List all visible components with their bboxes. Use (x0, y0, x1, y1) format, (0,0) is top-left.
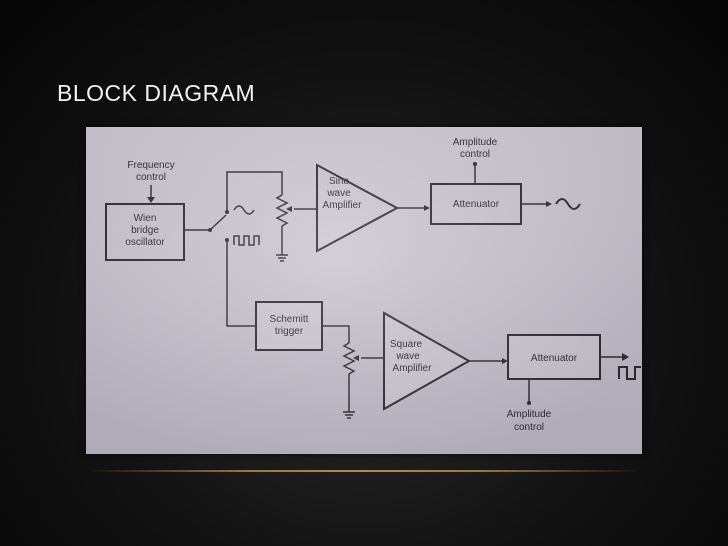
amplitude-control-top-label-2: control (460, 149, 490, 160)
square-amp-label-2: wave (395, 351, 420, 362)
attenuator-bottom-label: Attenuator (531, 353, 578, 364)
attenuator-top-output-arrowhead (546, 201, 552, 207)
sine-amp-arrowhead (424, 205, 430, 211)
attenuator-top-block (430, 183, 522, 225)
wien-label-2: bridge (131, 225, 159, 236)
potentiometer-bottom-icon (342, 342, 356, 375)
wiper-top-arrowhead (286, 206, 292, 212)
square-amp-arrowhead (502, 358, 508, 364)
wiper-bottom-arrowhead (353, 355, 359, 361)
sine-output-icon (555, 198, 581, 210)
square-output-icon (618, 366, 641, 380)
sine-symbol-icon (233, 205, 255, 215)
sine-amp-label-2: wave (326, 188, 351, 199)
amplitude-control-bottom-node (527, 401, 531, 405)
attenuator-top-label: Attenuator (453, 199, 500, 210)
ground-bottom-icon (343, 411, 355, 419)
schmitt-label-1: Schemitt (270, 314, 309, 325)
switch-pivot (208, 228, 212, 232)
amplitude-control-top-node (473, 162, 477, 166)
square-amplifier-block (383, 311, 472, 411)
amplitude-control-bottom-label-2: control (514, 422, 544, 433)
frequency-control-label-2: control (136, 172, 166, 183)
title-accent-line (86, 470, 642, 472)
frequency-control-label-1: Frequency (127, 160, 174, 171)
wien-label-3: oscillator (125, 237, 165, 248)
amplitude-control-bottom-label-1: Amplitude (507, 409, 552, 420)
square-amp-label-1: Square (390, 339, 423, 350)
square-symbol-icon (233, 235, 260, 246)
ground-top-icon (276, 254, 288, 262)
switch-arm (184, 214, 227, 231)
sine-wire (226, 171, 283, 212)
amplitude-control-top-label-1: Amplitude (453, 137, 498, 148)
sine-amplifier-block (316, 163, 400, 253)
schmitt-label-2: trigger (275, 326, 304, 337)
frequency-control-arrowhead (147, 197, 155, 203)
attenuator-bottom-block (507, 334, 601, 380)
block-diagram: Frequency control Wien bridge oscillator… (105, 137, 641, 433)
diagram-photo (86, 127, 642, 454)
slide-title: BLOCK DIAGRAM (57, 80, 256, 106)
square-wire (226, 240, 256, 327)
attenuator-bottom-output-arrowhead (622, 353, 629, 361)
schmitt-output-wire (322, 325, 350, 343)
potentiometer-top-icon (275, 194, 289, 227)
sine-amp-label-1: Sine (329, 176, 349, 187)
wien-oscillator-block (105, 203, 185, 261)
square-amp-label-3: Amplifier (393, 363, 433, 374)
sine-amp-label-3: Amplifier (323, 200, 363, 211)
wien-label-1: Wien (134, 213, 157, 224)
schmitt-trigger-block (255, 301, 323, 351)
